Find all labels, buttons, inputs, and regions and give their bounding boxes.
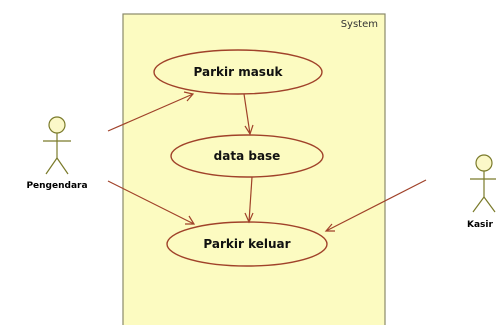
assoc-pengendara-parkir-keluar: [107, 180, 195, 225]
actor-pengendara[interactable]: Pengendara: [26, 116, 88, 191]
arrowhead-parkir-keluar-right: [324, 223, 335, 232]
arrowhead-parkir-keluar-left: [185, 215, 196, 225]
assoc-pengendara-parkir-masuk: [107, 93, 194, 132]
assoc-kasir-parkir-keluar: [325, 179, 427, 232]
actor-kasir[interactable]: Kasir: [467, 154, 496, 230]
assoc-data-base-parkir-keluar: [248, 176, 253, 223]
actor-kasir-label: Kasir: [467, 220, 493, 230]
actor-stick-figure-icon: [470, 154, 496, 213]
assoc-parkir-masuk-data-base: [243, 93, 251, 135]
actor-stick-figure-icon: [43, 116, 71, 175]
usecase-data-base-shape[interactable]: [170, 134, 324, 178]
usecase-parkir-masuk[interactable]: Parkir masuk: [153, 49, 323, 95]
usecase-parkir-keluar-label: Parkir keluar: [203, 237, 290, 251]
usecase-parkir-keluar[interactable]: Parkir keluar: [166, 221, 328, 267]
usecase-parkir-masuk-label: Parkir masuk: [194, 65, 284, 79]
relationships: [107, 91, 427, 232]
usecase-data-base-label: data base: [214, 149, 281, 163]
system-title: System: [341, 19, 378, 30]
usecase-parkir-keluar-shape[interactable]: [166, 221, 328, 267]
arrowhead-parkir-masuk: [183, 91, 195, 102]
arrowhead-data-base: [244, 124, 254, 136]
usecase-data-base[interactable]: data base: [170, 134, 324, 178]
actor-pengendara-label: Pengendara: [26, 181, 87, 191]
usecase-parkir-masuk-shape[interactable]: [153, 49, 323, 95]
arrowhead-parkir-keluar-top: [244, 212, 254, 224]
